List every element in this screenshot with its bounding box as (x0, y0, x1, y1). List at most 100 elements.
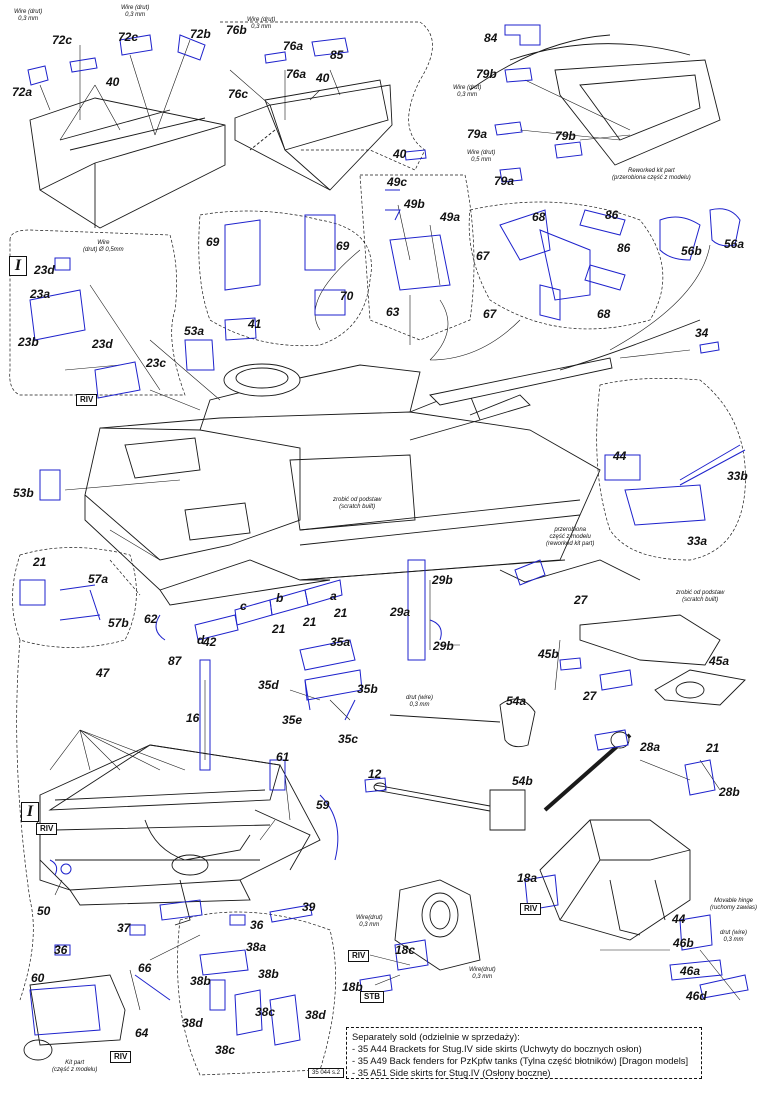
part-number-label: 38d (182, 1016, 203, 1030)
annotation-note: Wire (drut) 0,3 mm (453, 85, 482, 98)
part-number-label: 27 (583, 689, 597, 703)
kit-tag: RIV (348, 950, 370, 962)
page-number: 35 044 s.2 (308, 1068, 345, 1078)
part-number-label: 28a (640, 740, 661, 754)
annotation-note: Wire (drut) 0,3 mm (121, 5, 150, 18)
hull-top-center (234, 79, 393, 191)
annotation-note: zrobić od podstaw (scratch built) (333, 497, 382, 510)
gun-cradle (394, 879, 481, 971)
part-number-label: 38b (258, 967, 279, 981)
part-number-label: 72c (118, 30, 139, 44)
tow-bar (373, 698, 536, 831)
part-number-label: 49c (387, 175, 408, 189)
part-number-label: 67 (483, 307, 497, 321)
part-number-label: 37 (117, 921, 131, 935)
mud-flap (23, 974, 126, 1061)
cleaning-rods (499, 559, 746, 706)
part-number-label: 72b (190, 27, 211, 41)
annotation-note: Reworked kit part (przerobiona część z m… (612, 168, 691, 181)
part-number-label: 50 (37, 904, 51, 918)
part-number-label: 21 (334, 606, 348, 620)
gun-barrel (429, 319, 701, 421)
part-number-label: 67 (476, 249, 490, 263)
part-number-label: 49b (404, 197, 425, 211)
part-number-label: 33a (687, 534, 708, 548)
kit-tag: RIV (110, 1051, 132, 1063)
part-number-label: 47 (96, 666, 110, 680)
part-number-label: 53a (184, 324, 205, 338)
part-number-label: b (276, 591, 284, 605)
part-number-label: 56b (681, 244, 702, 258)
part-number-label: 59 (316, 798, 330, 812)
part-number-label: 35a (330, 635, 351, 649)
part-number-label: c (240, 599, 247, 613)
part-number-label: 23d (92, 337, 113, 351)
part-number-label: 86 (617, 241, 631, 255)
separately-sold-item: - 35 A44 Brackets for Stug.IV side skirt… (352, 1043, 642, 1054)
part-number-label: 76c (228, 87, 249, 101)
rear-hull (39, 744, 321, 926)
separately-sold-box: Separately sold (odzielnie w sprzedaży):… (346, 1027, 702, 1079)
part-number-label: 28b (719, 785, 740, 799)
part-number-label: 79b (555, 129, 576, 143)
photo-etch-parts (19, 24, 749, 1046)
part-number-label: 41 (248, 317, 262, 331)
part-number-label: 35c (338, 732, 359, 746)
annotation-note: Movable hinge (ruchomy zawias) (710, 898, 758, 911)
part-number-label: 68 (532, 210, 546, 224)
separately-sold-item: - 35 A51 Side skirts for Stug.IV (Osłony… (352, 1067, 551, 1078)
part-number-label: 12 (368, 767, 382, 781)
part-number-label: 29b (433, 639, 454, 653)
annotation-note: Wire(drut) 0,3 mm (469, 967, 496, 980)
part-number-label: 44 (672, 912, 686, 926)
part-number-label: 62 (144, 612, 158, 626)
part-number-label: 21 (33, 555, 47, 569)
annotation-note: przerobiona część z modelu (reworked kit… (546, 527, 595, 547)
part-number-label: 46a (680, 964, 701, 978)
detail-outlines (9, 21, 746, 1076)
part-number-label: 40 (316, 71, 330, 85)
part-number-label: 68 (597, 307, 611, 321)
step-marker: I (9, 256, 27, 276)
part-number-label: 38c (215, 1043, 236, 1057)
part-number-label: 38c (255, 1005, 276, 1019)
annotation-note: zrobić od podstaw (scratch built) (676, 590, 725, 603)
part-number-label: 66 (138, 961, 152, 975)
rear-deck-left (29, 97, 226, 229)
part-number-label: 69 (336, 239, 350, 253)
part-number-label: a (330, 589, 337, 603)
part-number-label: 76b (226, 23, 247, 37)
part-number-label: 57a (88, 572, 109, 586)
part-number-label: 46d (686, 989, 707, 1003)
part-number-label: 23a (30, 287, 51, 301)
antenna-mount (543, 731, 632, 812)
part-number-label: 61 (276, 750, 290, 764)
part-number-label: 79a (467, 127, 488, 141)
part-number-label: 39 (302, 900, 316, 914)
stug-hull (84, 363, 601, 606)
part-number-label: 16 (186, 711, 200, 725)
part-number-label: 27 (574, 593, 588, 607)
annotation-note: Kit part (część z modelu) (52, 1060, 98, 1073)
part-number-label: 18a (517, 871, 538, 885)
part-number-label: 23d (34, 263, 55, 277)
part-number-label: 87 (168, 654, 182, 668)
part-number-label: 35b (357, 682, 378, 696)
part-number-label: 45b (538, 647, 559, 661)
gun-mount (539, 819, 691, 941)
annotation-note: Wire (drut) 0,3 mm (247, 17, 276, 30)
part-number-label: 72a (12, 85, 33, 99)
part-number-label: 53b (13, 486, 34, 500)
part-number-label: 76a (283, 39, 304, 53)
part-number-label: 40 (106, 75, 120, 89)
part-number-label: 85 (330, 48, 344, 62)
part-number-label: 72c (52, 33, 73, 47)
annotation-note: Wire (drut) 0,5 mm (467, 150, 496, 163)
part-number-label: 54a (506, 694, 527, 708)
part-number-label: 35e (282, 713, 303, 727)
part-number-label: 23b (18, 335, 39, 349)
part-number-label: 29a (390, 605, 411, 619)
part-number-label: 42 (203, 635, 217, 649)
annotation-note: Wire (drut) 0,3 mm (14, 9, 43, 22)
